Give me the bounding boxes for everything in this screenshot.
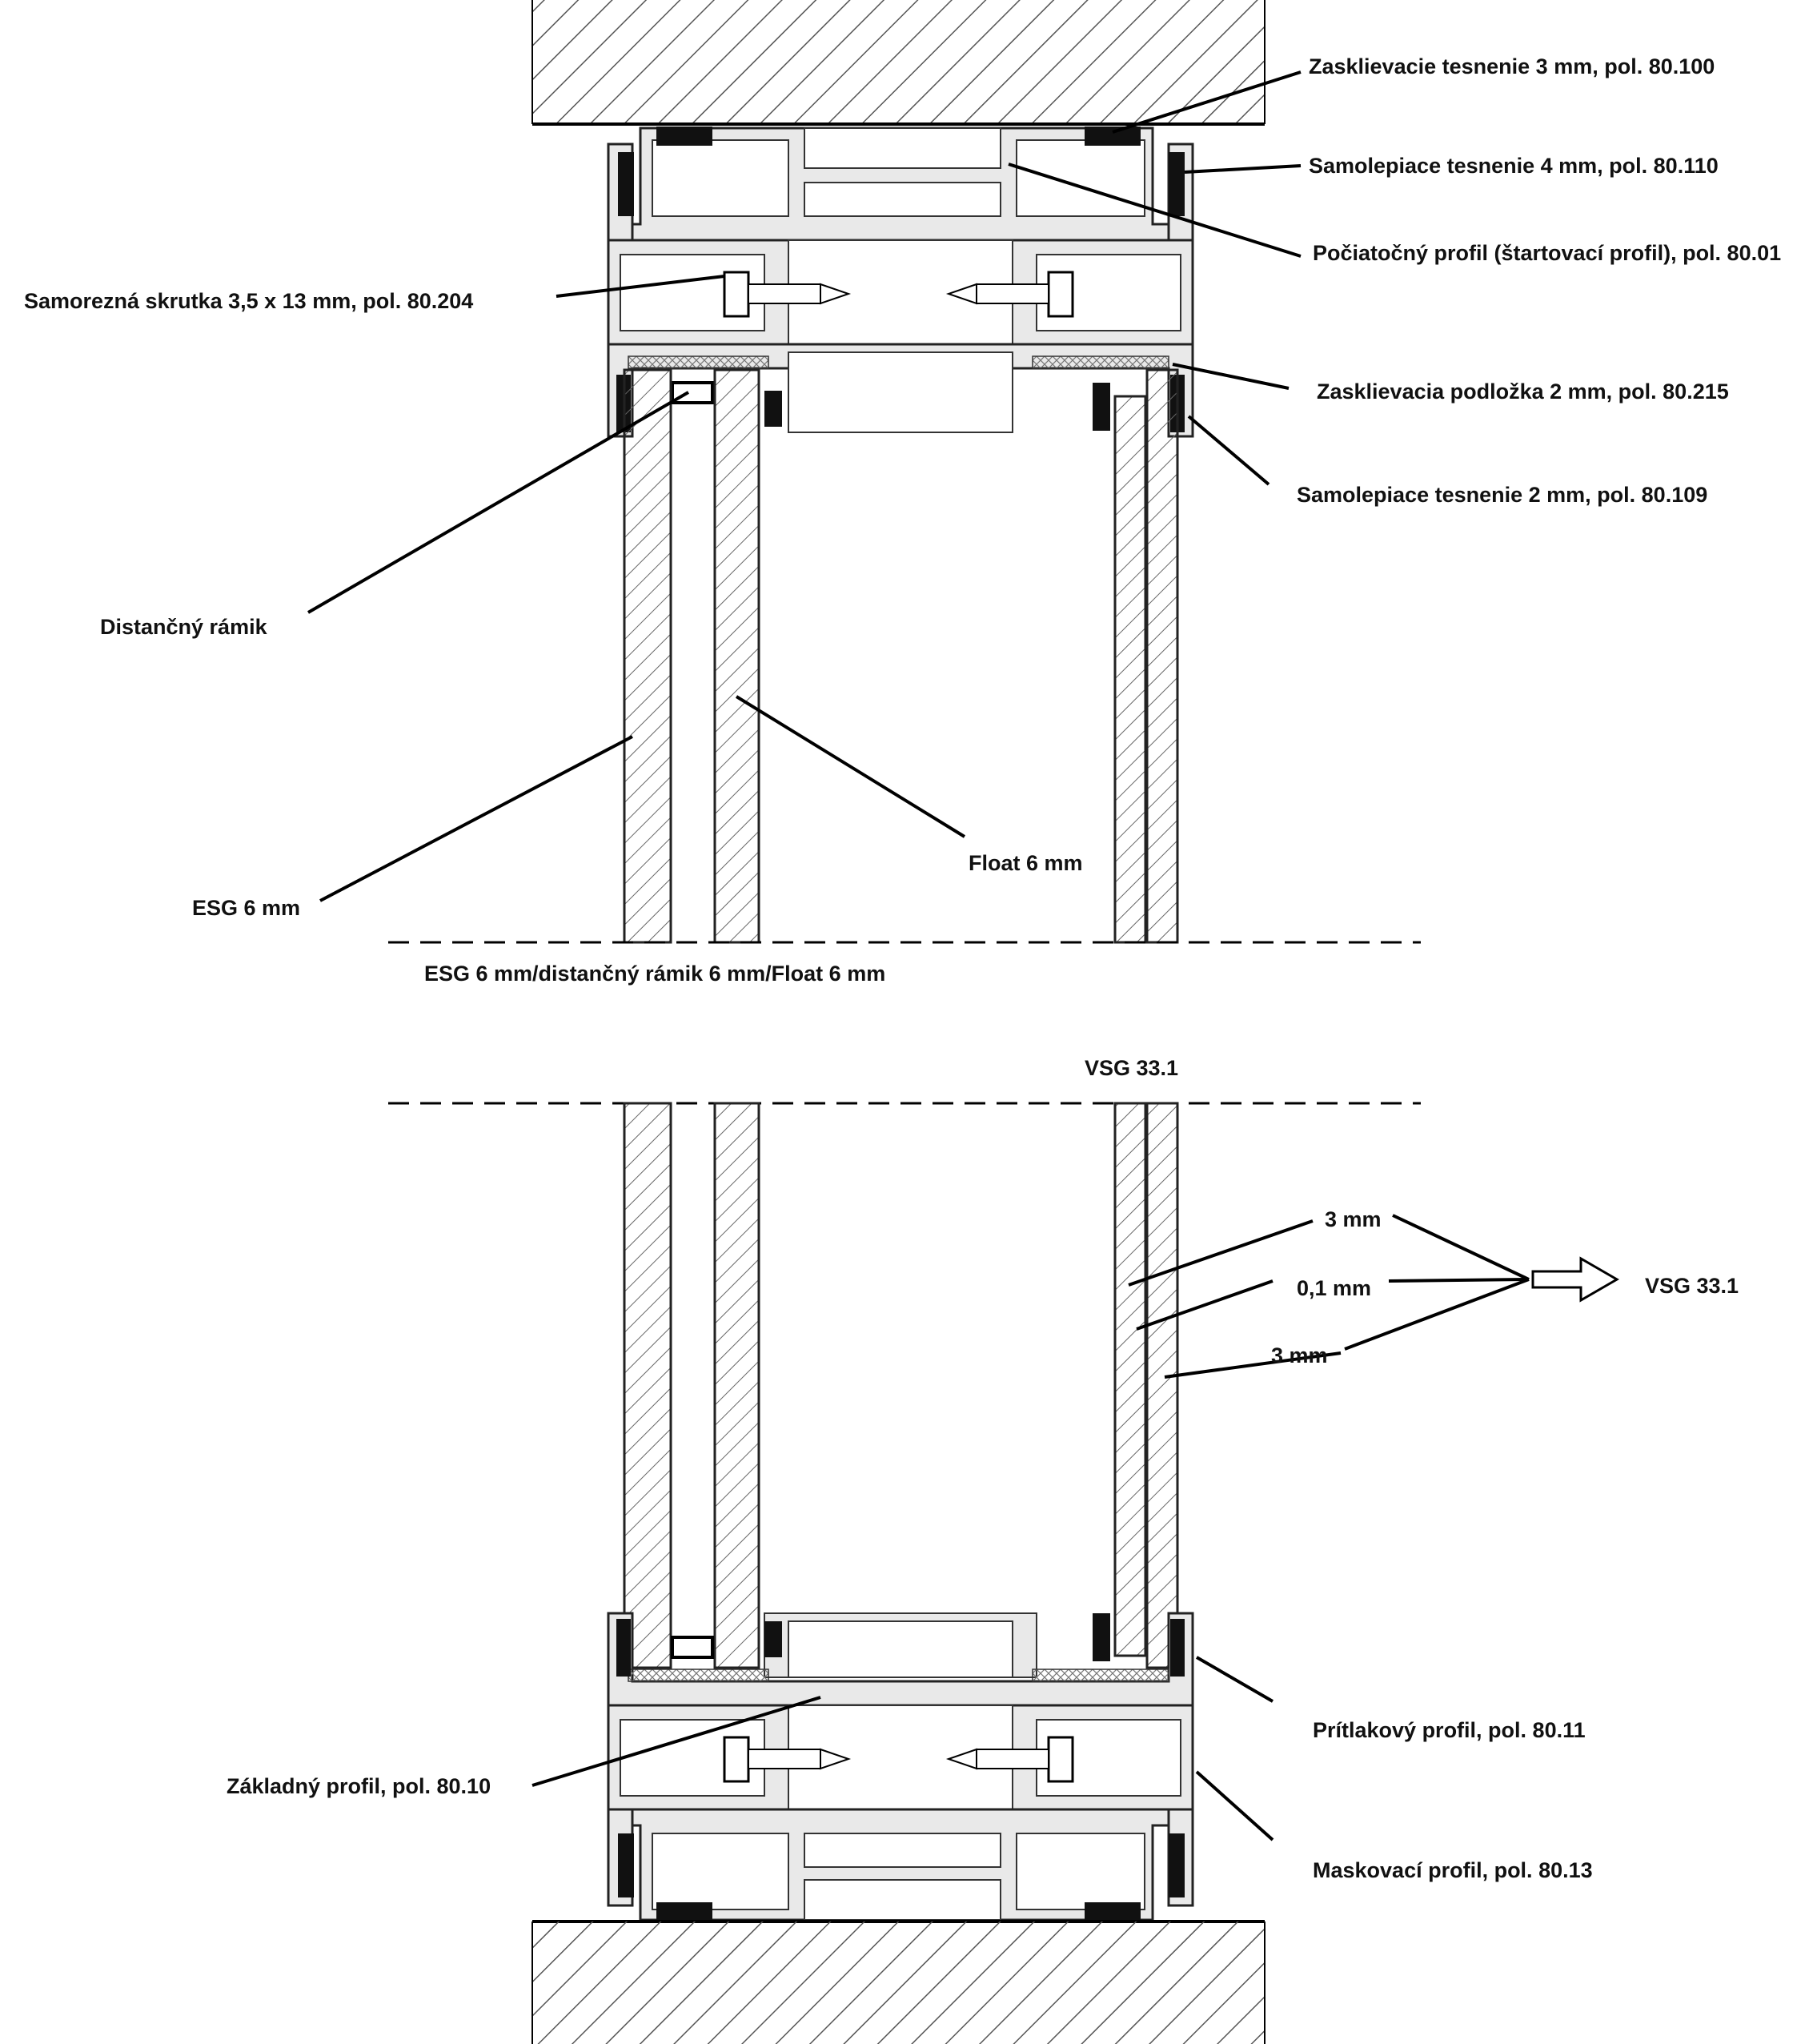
screw-left-top bbox=[723, 271, 852, 318]
esg-pane-top bbox=[623, 368, 672, 944]
glass-bottom bbox=[623, 1102, 1179, 1669]
glazing-gasket-right-bottom bbox=[1085, 1902, 1141, 1922]
label-pociatocny-profil: Počiatočný profil (štartovací profil), p… bbox=[1313, 241, 1781, 265]
screw-left-bottom bbox=[723, 1736, 852, 1783]
label-samolepiace-2mm: Samolepiace tesnenie 2 mm, pol. 80.109 bbox=[1297, 483, 1707, 507]
label-distancny-ramik: Distančný rámik bbox=[100, 615, 268, 639]
bottom-profile-assembly bbox=[607, 1612, 1194, 1922]
leader-lines bbox=[307, 70, 1619, 1841]
vsg-title: VSG 33.1 bbox=[1085, 1056, 1178, 1080]
label-vsg-result: VSG 33.1 bbox=[1645, 1274, 1739, 1298]
glazing-gasket-right-top bbox=[1085, 126, 1141, 146]
glazing-pad-right-top bbox=[1032, 355, 1169, 369]
adhesive-gasket-2mm-left-bottom bbox=[616, 1619, 631, 1677]
adhesive-gasket-4mm-right-top bbox=[1169, 152, 1185, 216]
distance-frame-bottom bbox=[671, 1636, 714, 1659]
label-zasklievacie-tesnenie: Zasklievacie tesnenie 3 mm, pol. 80.100 bbox=[1309, 54, 1715, 78]
vsg-pane-top-a bbox=[1113, 395, 1147, 944]
float-pane-bottom bbox=[713, 1102, 760, 1669]
screw-right-top bbox=[945, 271, 1074, 318]
screw-right-bottom bbox=[945, 1736, 1074, 1783]
adhesive-gasket-2mm-right-bottom bbox=[1170, 1619, 1185, 1677]
esg-pane-bottom bbox=[623, 1102, 672, 1669]
float-pane-top bbox=[713, 368, 760, 944]
label-layer-outer: 3 mm bbox=[1325, 1207, 1382, 1231]
glazing-pad-right-bottom bbox=[1032, 1669, 1169, 1682]
vsg-pane-bottom-a bbox=[1113, 1102, 1147, 1657]
label-zakladny-profil: Základný profil, pol. 80.10 bbox=[227, 1774, 491, 1798]
top-profile-assembly bbox=[607, 126, 1194, 438]
bottom-wall bbox=[531, 1920, 1265, 2044]
label-float: Float 6 mm bbox=[969, 851, 1083, 875]
section-top-caption: ESG 6 mm/distančný rámik 6 mm/Float 6 mm bbox=[424, 962, 885, 986]
vsg-arrow bbox=[1531, 1256, 1619, 1303]
adhesive-gasket-4mm-right-bottom bbox=[1169, 1833, 1185, 1897]
vsg-pane-top-b bbox=[1145, 368, 1179, 944]
label-esg: ESG 6 mm bbox=[192, 896, 300, 920]
label-layer-foil: 0,1 mm bbox=[1297, 1276, 1371, 1300]
label-skrutka: Samorezná skrutka 3,5 x 13 mm, pol. 80.2… bbox=[24, 289, 473, 313]
label-maskovaci-profil: Maskovací profil, pol. 80.13 bbox=[1313, 1858, 1593, 1882]
label-pritlakovy-profil: Prítlakový profil, pol. 80.11 bbox=[1313, 1718, 1586, 1742]
label-podlozka: Zasklievacia podložka 2 mm, pol. 80.215 bbox=[1317, 379, 1729, 404]
label-layer-inner: 3 mm bbox=[1271, 1343, 1328, 1367]
label-samolepiace-4mm: Samolepiace tesnenie 4 mm, pol. 80.110 bbox=[1309, 154, 1719, 178]
adhesive-gasket-4mm-left-top bbox=[618, 152, 634, 216]
glass-top bbox=[623, 368, 1179, 944]
adhesive-gasket-4mm-left-bottom bbox=[618, 1833, 634, 1897]
glazing-pad-left-top bbox=[628, 355, 769, 369]
vsg-pane-bottom-b bbox=[1145, 1102, 1179, 1669]
top-wall bbox=[531, 0, 1265, 126]
glazing-gasket-left-bottom bbox=[656, 1902, 712, 1922]
glazing-gasket-left-top bbox=[656, 126, 712, 146]
glazing-pad-left-bottom bbox=[628, 1669, 769, 1682]
